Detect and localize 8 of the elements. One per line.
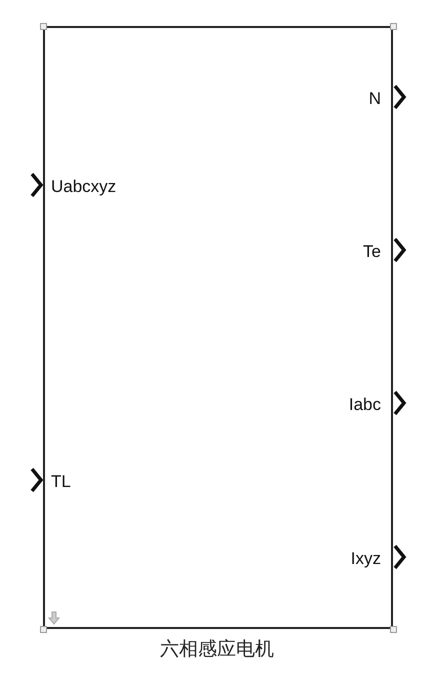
output-port-label: N	[368, 89, 381, 109]
output-port-label: Iabc	[348, 395, 381, 415]
block-caption: 六相感应电机	[159, 637, 275, 662]
subsystem-block	[43, 26, 393, 629]
input-port-label: TL	[51, 472, 71, 492]
output-port-label: Te	[363, 242, 381, 262]
output-port-label: Ixyz	[350, 549, 381, 569]
input-port-label: Uabcxyz	[51, 177, 116, 197]
